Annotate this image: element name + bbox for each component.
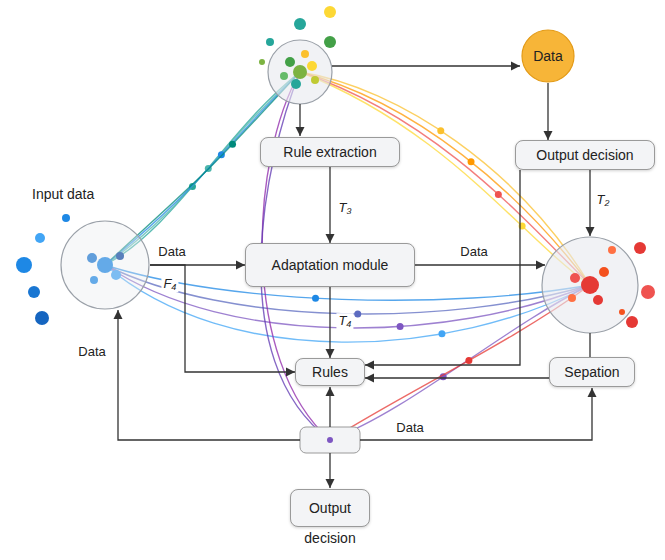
- connector-label: T₃: [336, 200, 353, 216]
- output-cluster-circle: [542, 237, 638, 333]
- node-label: Data: [533, 48, 563, 65]
- circle-shape: [522, 30, 574, 82]
- flow-label: F₄: [161, 276, 178, 292]
- flow-dot: [354, 310, 361, 317]
- flow-dot: [218, 151, 225, 158]
- process-box: Rules: [295, 358, 365, 386]
- layout-arrows: [118, 66, 592, 488]
- flow-dot: [229, 141, 236, 148]
- hub-box: [300, 427, 360, 453]
- input-circle: Input data: [60, 220, 150, 310]
- node-label: Adaptation module: [272, 257, 389, 274]
- flow-dot: [437, 127, 444, 134]
- circle-shape: [61, 221, 149, 309]
- connector-label: T₄: [336, 313, 353, 329]
- process-box: Adaptation module: [245, 243, 415, 287]
- node-label: Output: [309, 500, 351, 517]
- node-label: Output decision: [536, 147, 633, 164]
- process-box: Sepation: [549, 357, 635, 387]
- node-label: Rules: [312, 364, 348, 381]
- process-box: Output decision: [515, 140, 655, 170]
- cluster-circle: [268, 40, 332, 104]
- flow-label: Data: [458, 244, 489, 260]
- flow-label: Data: [76, 344, 107, 360]
- flow-dot: [438, 330, 445, 337]
- node-label: Sepation: [564, 364, 619, 381]
- output-dots: [568, 242, 655, 328]
- circle-outline: [60, 220, 150, 310]
- connector-label: Data: [156, 244, 187, 260]
- flow-dot: [468, 158, 475, 165]
- flow-label: T₂: [595, 192, 612, 208]
- cluster-dots: [259, 6, 336, 89]
- connector-arrow: [547, 83, 548, 140]
- node-label: Input data: [30, 186, 96, 203]
- connector-arrow: [365, 377, 549, 378]
- flow-dot: [495, 191, 502, 198]
- flow-label: Data: [394, 420, 425, 436]
- process-box: Rule extraction: [260, 137, 400, 167]
- flow-curves: [105, 72, 590, 440]
- flow-dot: [312, 295, 319, 302]
- connector-arrow: [329, 167, 330, 243]
- connector-arrow: [329, 287, 330, 358]
- node-label: Rule extraction: [283, 144, 376, 161]
- data-circle: Data: [521, 29, 575, 83]
- output-box: Outputdecision: [290, 489, 370, 527]
- node-caption: decision: [302, 530, 357, 547]
- hub-dot: [327, 437, 333, 443]
- flow-dot: [397, 323, 404, 330]
- flow-dot: [465, 357, 472, 364]
